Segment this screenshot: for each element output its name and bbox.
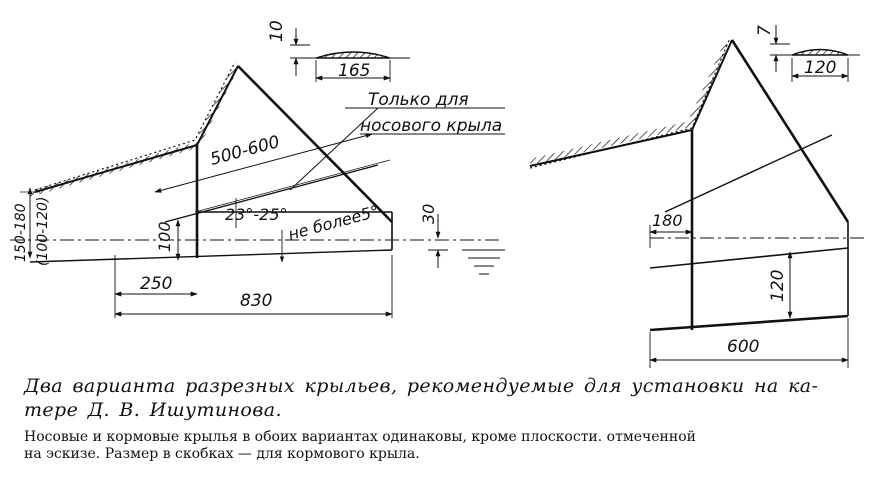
right-profile-thickness: 7: [755, 25, 775, 36]
right-profile: [770, 25, 860, 82]
water-symbol: [462, 249, 505, 275]
left-profile: [290, 28, 410, 82]
left-vertical-dim-alt: (100-120): [35, 197, 51, 266]
left-vertical-dim-main: 150-180: [13, 203, 29, 262]
left-height-dim: 100: [155, 221, 174, 252]
figure-caption-note: Носовые и кормовые крылья в обоих вариан…: [24, 429, 869, 463]
right-height-dim: 120: [768, 270, 788, 302]
left-note-line2: носового крыла: [360, 116, 502, 136]
left-span-dim: 500-600: [208, 132, 282, 170]
left-profile-thickness: 10: [267, 20, 287, 42]
right-sweep-line: [664, 134, 833, 213]
left-variant: 10 165 Только для носового крыла 500-600…: [10, 20, 505, 318]
caption-title-line1: Два варианта разрезных крыльев, рекоменд…: [24, 375, 819, 397]
left-dihedral-note: не более5°: [286, 201, 381, 243]
left-sweep-angle: 23°-25°: [225, 205, 288, 224]
left-offset-dim: 250: [140, 274, 172, 294]
right-offset-dim: 180: [652, 211, 683, 230]
left-length-dim: 830: [240, 291, 272, 311]
left-baseline: [29, 249, 393, 263]
right-hull-hatching: [529, 37, 731, 169]
caption-title-line2: тере Д. В. Ишутинова.: [24, 399, 282, 421]
left-profile-chord: 165: [338, 61, 370, 81]
right-variant: 7 120 180 120 600: [529, 25, 868, 368]
right-wing-leading-edge: [730, 39, 850, 223]
right-dimensions: [649, 225, 849, 368]
left-dimensions: [20, 133, 448, 318]
right-length-dim: 600: [727, 337, 759, 357]
wing-diagram: 10 165 Только для носового крыла 500-600…: [10, 20, 868, 368]
right-profile-chord: 120: [804, 58, 836, 78]
figure-caption-title: Два варианта разрезных крыльев, рекоменд…: [24, 374, 869, 422]
caption-note-line2: на эскизе. Размер в скобках — для кормов…: [24, 446, 420, 462]
caption-note-line1: Носовые и кормовые крылья в обоих вариан…: [24, 429, 696, 445]
left-depth-dim: 30: [419, 204, 438, 224]
right-bottom-wing: [649, 314, 849, 332]
right-mid-line: [649, 247, 849, 269]
left-note-line1: Только для: [368, 90, 469, 110]
